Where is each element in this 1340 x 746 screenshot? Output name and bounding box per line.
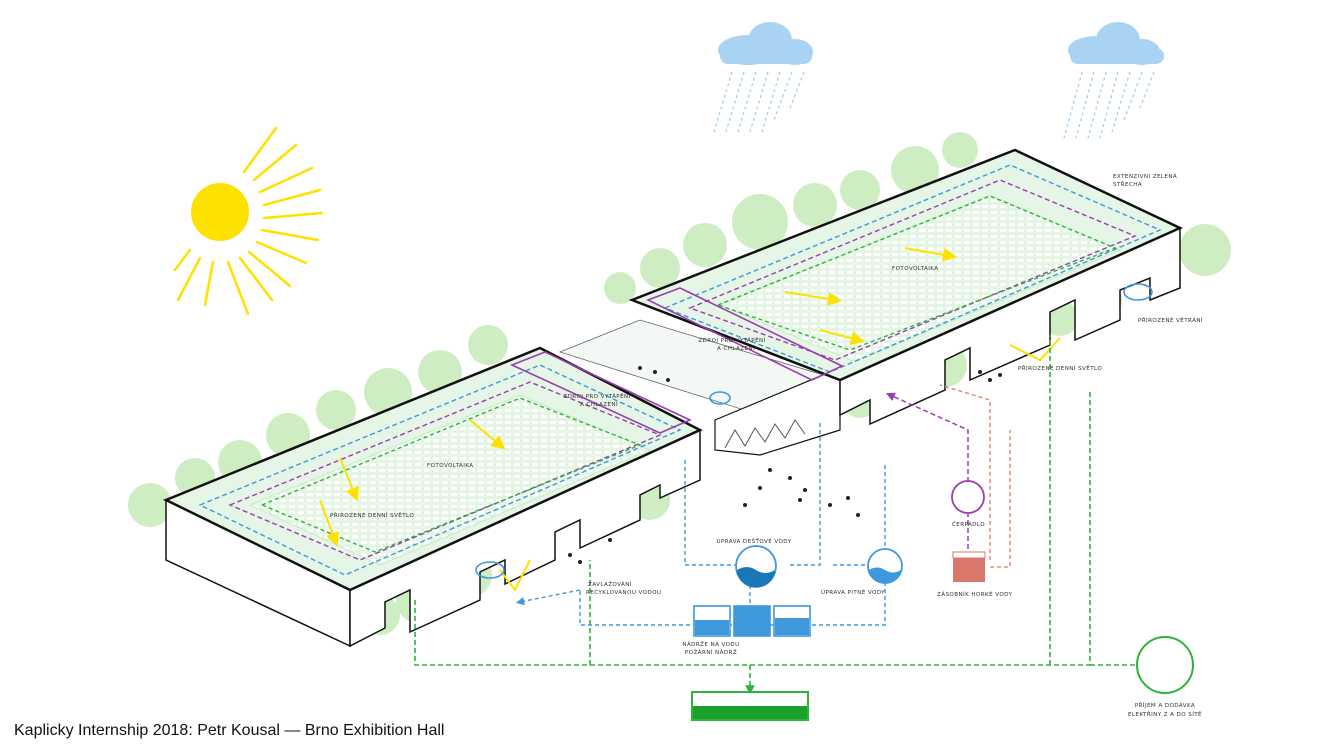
pv-right-label: FOTOVOLTAIKA [892, 266, 938, 272]
grid-label: ELEKTŘINY Z A DO SÍTĚ [1128, 710, 1202, 718]
rain-cloud-icon [1063, 22, 1164, 139]
battery-icon [691, 691, 809, 721]
heat-source-right-label: ZDROJ PRO VYTÁPĚNÍ [698, 336, 765, 344]
green-roof-label: EXTENZIVNÍ ZELENÁ [1113, 173, 1177, 180]
water-tanks-icon [693, 605, 811, 637]
purple-circuit [885, 392, 969, 552]
grid-label: PŘÍJEM A DODÁVKA [1135, 701, 1195, 709]
drinking-water-treatment-label: ÚPRAVA PITNÉ VODY [821, 588, 885, 596]
ventilation-icon [475, 283, 1153, 579]
truss [724, 419, 806, 449]
pump-icon [951, 480, 985, 514]
blue-circuit [515, 420, 886, 626]
caption: Kaplicky Internship 2018: Petr Kousal — … [14, 722, 445, 739]
daylight-right-label: PŘIROZENÉ DENNÍ SVĚTLO [1018, 364, 1102, 372]
tanks-label: NÁDRŽE NA VODU [682, 640, 739, 648]
hot-water-tank-label: ZÁSOBNÍK HORKÉ VODY [937, 590, 1013, 598]
daylight-arrows [319, 247, 1061, 592]
building-outline [162, 148, 1183, 648]
irrigation-label: ZAVLAŽOVÁNÍ [588, 580, 632, 588]
rain-cloud-icon [713, 22, 813, 133]
green-roof-label: STŘECHA [1113, 180, 1142, 188]
heat-source-left-label: A CHLAZENÍ [580, 401, 618, 408]
green-circuit [414, 335, 1138, 695]
pump-label: ČERPADLO [952, 521, 985, 528]
red-circuit [939, 384, 1011, 568]
grid-connection-icon [1136, 636, 1194, 694]
sun-icon [173, 126, 324, 316]
natural-ventilation-label: PŘIROZENÉ VĚTRÁNÍ [1138, 316, 1203, 324]
drinking-water-treatment-icon [867, 548, 903, 584]
heat-source-right-label: A CHLAZENÍ [717, 345, 755, 352]
heat-source-left-label: ZDROJ PRO VYTÁPĚNÍ [563, 392, 630, 400]
people [568, 366, 1002, 564]
pv-left-label: FOTOVOLTAIKA [427, 463, 473, 469]
rainwater-treatment-label: ÚPRAVA DEŠŤOVÉ VODY [716, 537, 791, 545]
hot-water-tank-icon [952, 551, 986, 582]
tanks-label: POŽÁRNÍ NÁDRŽ [685, 648, 737, 656]
labels: EXTENZIVNÍ ZELENÁ STŘECHA FOTOVOLTAIKA F… [330, 173, 1203, 718]
daylight-left-label: PŘIROZENÉ DENNÍ SVĚTLO [330, 511, 414, 519]
irrigation-label: RECYKLOVANOU VODOU [586, 590, 661, 596]
roof-loops [198, 164, 1162, 576]
rainwater-treatment-icon [735, 545, 777, 588]
